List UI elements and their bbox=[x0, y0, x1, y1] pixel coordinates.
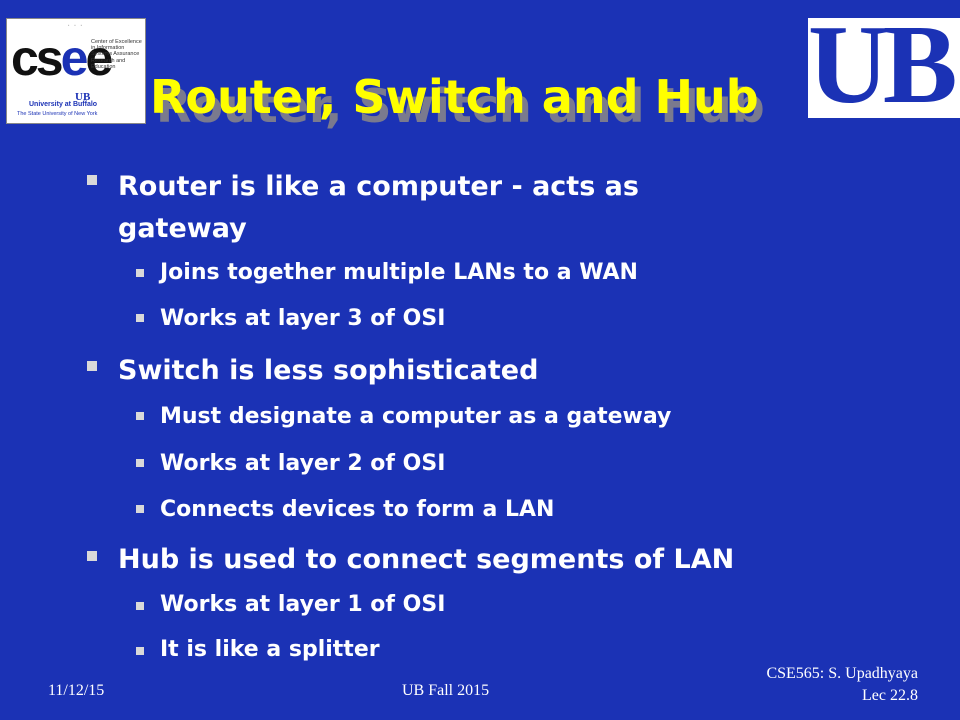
slide-title: Router, Switch and Hub bbox=[150, 70, 759, 124]
footer-date: 11/12/15 bbox=[48, 682, 105, 699]
sub-bullet-marker bbox=[136, 602, 144, 610]
sub-bullet-item: Connects devices to form a LAN bbox=[160, 497, 555, 522]
ub-logo-letters: UB bbox=[808, 3, 958, 127]
bullet-item-continuation: gateway bbox=[118, 213, 247, 244]
sub-bullet-marker bbox=[136, 459, 144, 467]
sub-bullet-marker bbox=[136, 269, 144, 277]
sub-bullet-marker bbox=[136, 505, 144, 513]
bullet-marker bbox=[87, 551, 97, 561]
bullet-item: Switch is less sophisticated bbox=[118, 355, 539, 386]
title-shadow: Router, Switch and Hub bbox=[156, 79, 765, 133]
csee-logo-university: University at Buffalo bbox=[29, 101, 98, 108]
sub-bullet-item: Joins together multiple LANs to a WAN bbox=[160, 260, 638, 285]
csee-logo-letters-e1: e bbox=[60, 30, 89, 86]
footer-lecture: Lec 22.8 bbox=[862, 687, 918, 704]
sub-bullet-item: It is like a splitter bbox=[160, 637, 380, 662]
sub-bullet-marker bbox=[136, 647, 144, 655]
bullet-marker bbox=[87, 361, 97, 371]
sub-bullet-marker bbox=[136, 314, 144, 322]
bullet-item: Router is like a computer - acts as bbox=[118, 171, 639, 202]
sub-bullet-item: Must designate a computer as a gateway bbox=[160, 404, 672, 429]
csee-logo-letters-cs: cs bbox=[11, 30, 64, 86]
footer-author: CSE565: S. Upadhyaya bbox=[766, 665, 918, 682]
bullet-item: Hub is used to connect segments of LAN bbox=[118, 544, 735, 575]
ub-logo: UB bbox=[808, 3, 960, 127]
sub-bullet-item: Works at layer 3 of OSI bbox=[160, 306, 446, 331]
csee-logo-letters-e2: e bbox=[85, 30, 113, 86]
csee-logo-letters: csee bbox=[11, 30, 113, 86]
bullet-marker bbox=[87, 175, 97, 185]
sub-bullet-item: Works at layer 1 of OSI bbox=[160, 592, 446, 617]
csee-logo: · · · csee Center of Excellence in Infor… bbox=[6, 18, 146, 124]
sub-bullet-item: Works at layer 2 of OSI bbox=[160, 451, 446, 476]
decorative-dots: · · · bbox=[67, 21, 83, 32]
csee-logo-mini-ub: UB bbox=[75, 91, 91, 103]
sub-bullet-marker bbox=[136, 412, 144, 420]
csee-logo-side-text: Center of Excellence in Information Syst… bbox=[91, 39, 142, 70]
csee-logo-state: The State University of New York bbox=[17, 111, 98, 117]
footer-course: UB Fall 2015 bbox=[402, 682, 490, 699]
